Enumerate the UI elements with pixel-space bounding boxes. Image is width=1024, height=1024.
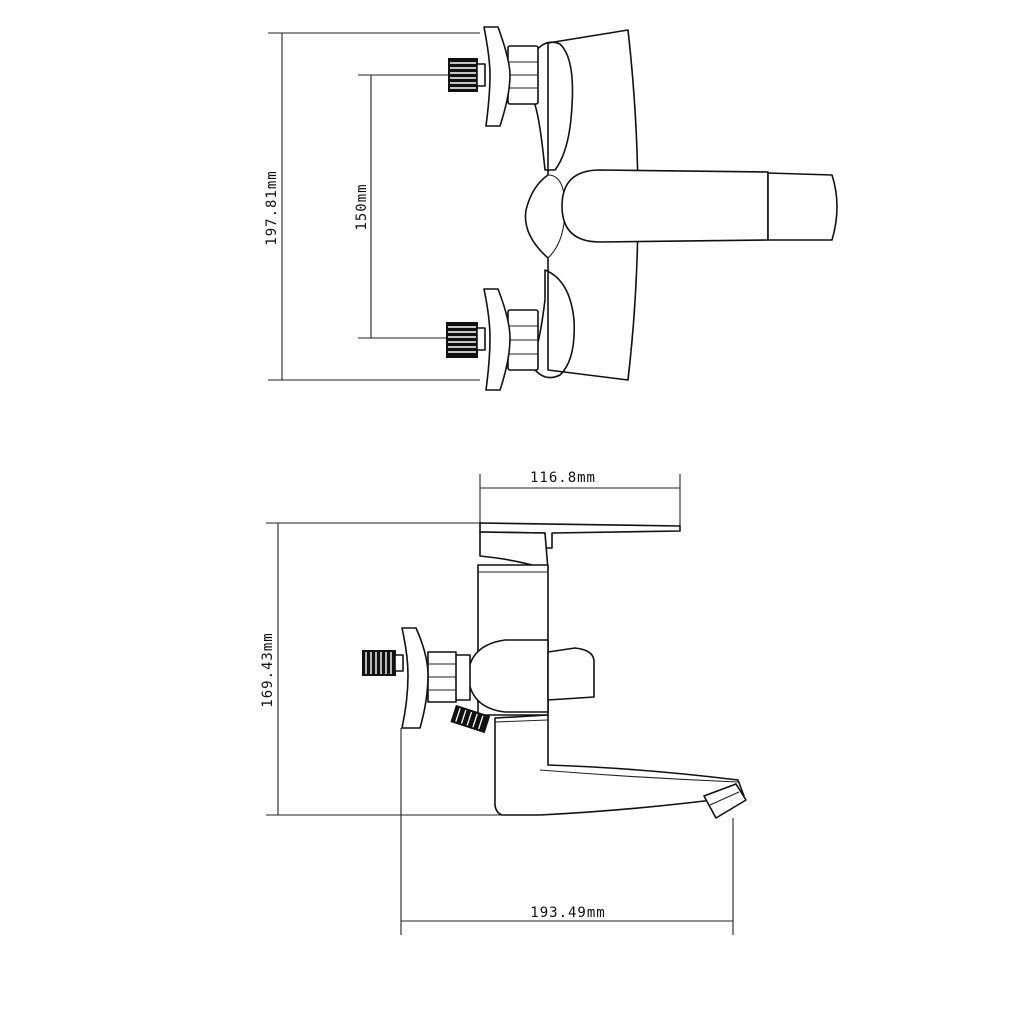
lever-handle-top: [561, 169, 769, 243]
dimension-label-193: 193.49mm: [530, 905, 605, 921]
dimension-label-197: 197.81mm: [264, 170, 280, 245]
upper-flange: [483, 26, 511, 127]
dimension-line-150: [358, 74, 452, 339]
side-view: 116.8mm 169.43mm 193.49mm: [260, 470, 747, 935]
side-elbow: [454, 654, 471, 701]
top-view: 197.81mm 150mm: [264, 26, 838, 391]
lower-elbow: [534, 269, 576, 379]
dimension-label-150: 150mm: [354, 183, 370, 230]
upper-elbow: [534, 41, 574, 171]
faucet-body-top: [524, 29, 639, 381]
dimension-label-169: 169.43mm: [260, 632, 276, 707]
aerator: [703, 783, 747, 819]
lower-flange: [483, 288, 511, 391]
dimension-line-193: [400, 728, 734, 935]
dimension-line-116: [479, 474, 681, 526]
dimension-label-116: 116.8mm: [530, 470, 596, 486]
spout: [494, 714, 745, 816]
lever-knob-top: [767, 172, 838, 241]
dimension-line-197: [268, 32, 480, 381]
body-hub: [467, 639, 549, 713]
side-flange: [401, 627, 429, 729]
diverter-knob: [547, 647, 595, 701]
dimension-line-169: [266, 522, 502, 816]
